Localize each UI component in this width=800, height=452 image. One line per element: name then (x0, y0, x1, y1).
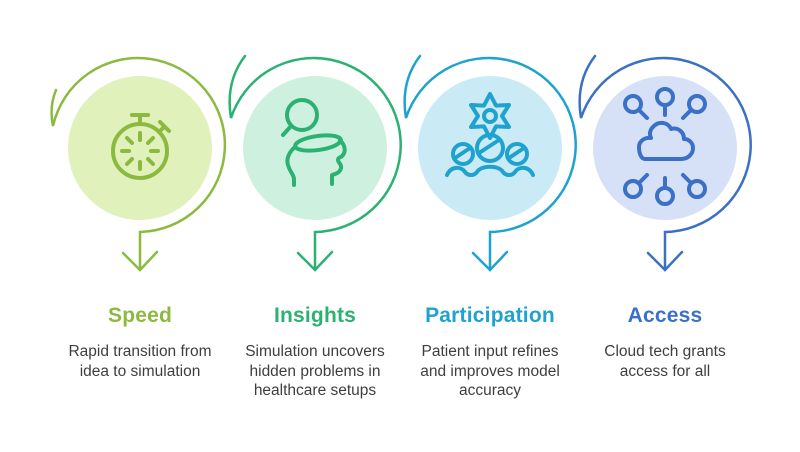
down-arrow-icon (471, 250, 509, 272)
step-description: Simulation uncovers hidden problems in h… (245, 343, 385, 400)
down-arrow-icon (121, 250, 159, 272)
circle-outline-and-arrow (228, 54, 402, 272)
cloud-network-icon (623, 87, 707, 206)
circle-fill (243, 76, 387, 220)
circle-fill (593, 76, 737, 220)
step-participation: Participation Patient input refines and … (400, 52, 580, 401)
circle-arrow-graphic (403, 54, 577, 272)
step-speed: Speed Rapid transition from idea to simu… (50, 52, 230, 381)
circle-outline-and-arrow (578, 54, 752, 272)
circle-fill (68, 76, 212, 220)
step-access: Access Cloud tech grants access for all (575, 52, 755, 381)
step-title: Insights (273, 304, 357, 327)
step-description: Rapid transition from idea to simulation (68, 343, 212, 380)
step-description: Cloud tech grants access for all (604, 343, 726, 380)
step-title: Participation (425, 304, 555, 327)
circle-outline-and-arrow (50, 56, 227, 272)
step-title: Speed (107, 304, 173, 327)
circle-arrow-graphic (228, 54, 402, 272)
head-magnifier-icon (281, 98, 347, 187)
circle-arrow-graphic (50, 56, 227, 272)
circle-arrow-graphic (578, 54, 752, 272)
gear-people-icon (445, 92, 535, 177)
stopwatch-icon (111, 113, 171, 180)
circle-outline-and-arrow (403, 54, 577, 272)
down-arrow-icon (646, 250, 684, 272)
down-arrow-icon (296, 250, 334, 272)
step-title: Access (627, 304, 703, 327)
step-description: Patient input refines and improves model… (420, 343, 560, 400)
step-insights: Insights Simulation uncovers hidden prob… (225, 52, 405, 401)
